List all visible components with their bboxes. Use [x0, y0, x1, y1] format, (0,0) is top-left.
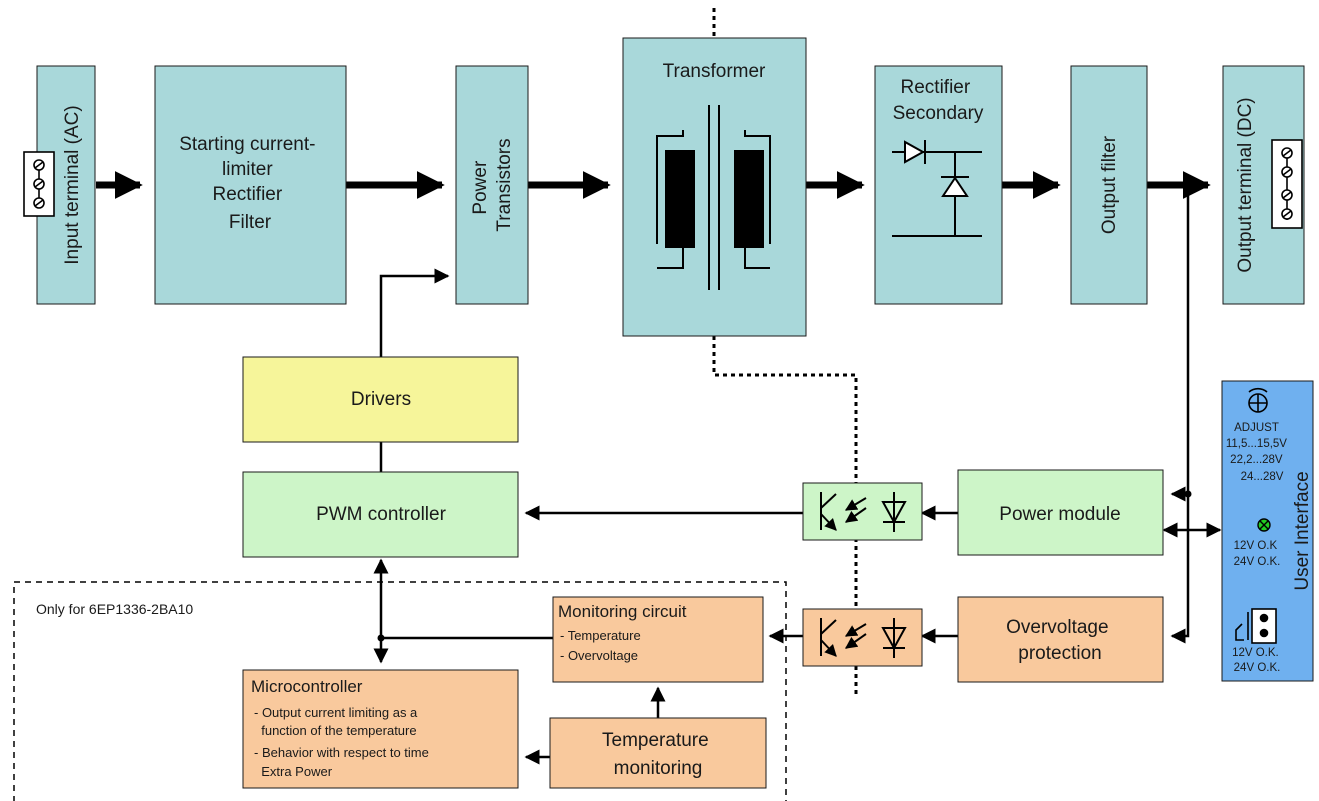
- power-transistors-label: Power Transistors: [470, 138, 515, 231]
- temperature-monitoring-block: Temperature monitoring: [549, 717, 767, 789]
- optional-region-label: Only for 6EP1336-2BA10: [36, 601, 193, 617]
- transformer-label: Transformer: [663, 61, 766, 82]
- led-status-label: 12V O.K 24V O.K.: [1234, 540, 1281, 568]
- output-filter-block: Output filter: [1070, 65, 1148, 305]
- overvoltage-protection-block: Overvoltage protection: [957, 596, 1164, 683]
- adjust-potentiometer-icon: [1248, 387, 1268, 413]
- drivers-label: Drivers: [351, 389, 411, 410]
- relay-status-label: 12V O.K. 24V O.K.: [1232, 647, 1282, 674]
- microcontroller-title: Microcontroller: [251, 677, 363, 696]
- input-terminal-block: Input terminal (AC): [23, 65, 96, 305]
- microcontroller-items: - Output current limiting as a function …: [0, 0, 454, 779]
- monitoring-circuit-block: Monitoring circuit - Temperature - Overv…: [552, 596, 764, 683]
- microcontroller-block: Microcontroller - Output current limitin…: [0, 0, 519, 789]
- rectifier-secondary-label: Rectifier Secondary: [893, 77, 984, 124]
- optocoupler-upper-icon: [820, 492, 907, 532]
- monitoring-circuit-title: Monitoring circuit: [558, 602, 687, 621]
- starting-current-limiter-block: Starting current- limiter Rectifier Filt…: [154, 65, 347, 305]
- monitoring-circuit-items: - Temperature - Overvoltage: [560, 628, 644, 663]
- user-interface-title: User Interface: [1292, 471, 1313, 590]
- drivers-block: Drivers: [242, 356, 519, 443]
- adjust-label: ADJUST 11,5...15,5V 22,2...28V 24...28V: [1226, 422, 1290, 483]
- pwm-controller-label: PWM controller: [316, 504, 447, 525]
- temperature-monitoring-label: Temperature monitoring: [602, 730, 714, 779]
- relay-contact-icon: [1235, 608, 1277, 644]
- isolation-boundary: [712, 8, 858, 695]
- power-module-block: Power module: [957, 469, 1164, 556]
- starting-current-limiter-label: Starting current- limiter Rectifier Filt…: [179, 134, 321, 233]
- optocoupler-lower: [802, 608, 923, 667]
- optional-region-frame: [13, 581, 787, 801]
- output-terminal-label: Output terminal (DC): [1235, 97, 1256, 272]
- optocoupler-upper: [802, 482, 923, 541]
- status-led-icon: [1257, 518, 1271, 532]
- output-terminal-block: Output terminal (DC): [1222, 65, 1305, 305]
- output-filter-label: Output filter: [1099, 135, 1120, 234]
- diode-rectifier-icon: [892, 140, 982, 237]
- overvoltage-protection-label: Overvoltage protection: [1006, 617, 1114, 664]
- transformer-symbol-icon: [656, 105, 771, 290]
- power-transistors-block: Power Transistors: [455, 65, 529, 305]
- transformer-block: Transformer: [622, 37, 807, 337]
- junction-dots: [377, 490, 1192, 642]
- signal-lines: [373, 185, 1222, 765]
- input-terminal-label: Input terminal (AC): [62, 105, 83, 264]
- power-module-label: Power module: [999, 504, 1120, 525]
- pwm-controller-block: PWM controller: [242, 471, 519, 558]
- output-terminal-screw-icon: [1271, 139, 1303, 229]
- rectifier-secondary-block: Rectifier Secondary: [874, 65, 1003, 305]
- terminal-screw-icon: [23, 151, 55, 217]
- optocoupler-lower-icon: [820, 618, 907, 658]
- user-interface-panel: User Interface ADJUST 11,5...15,5V 22,2.…: [1221, 380, 1314, 682]
